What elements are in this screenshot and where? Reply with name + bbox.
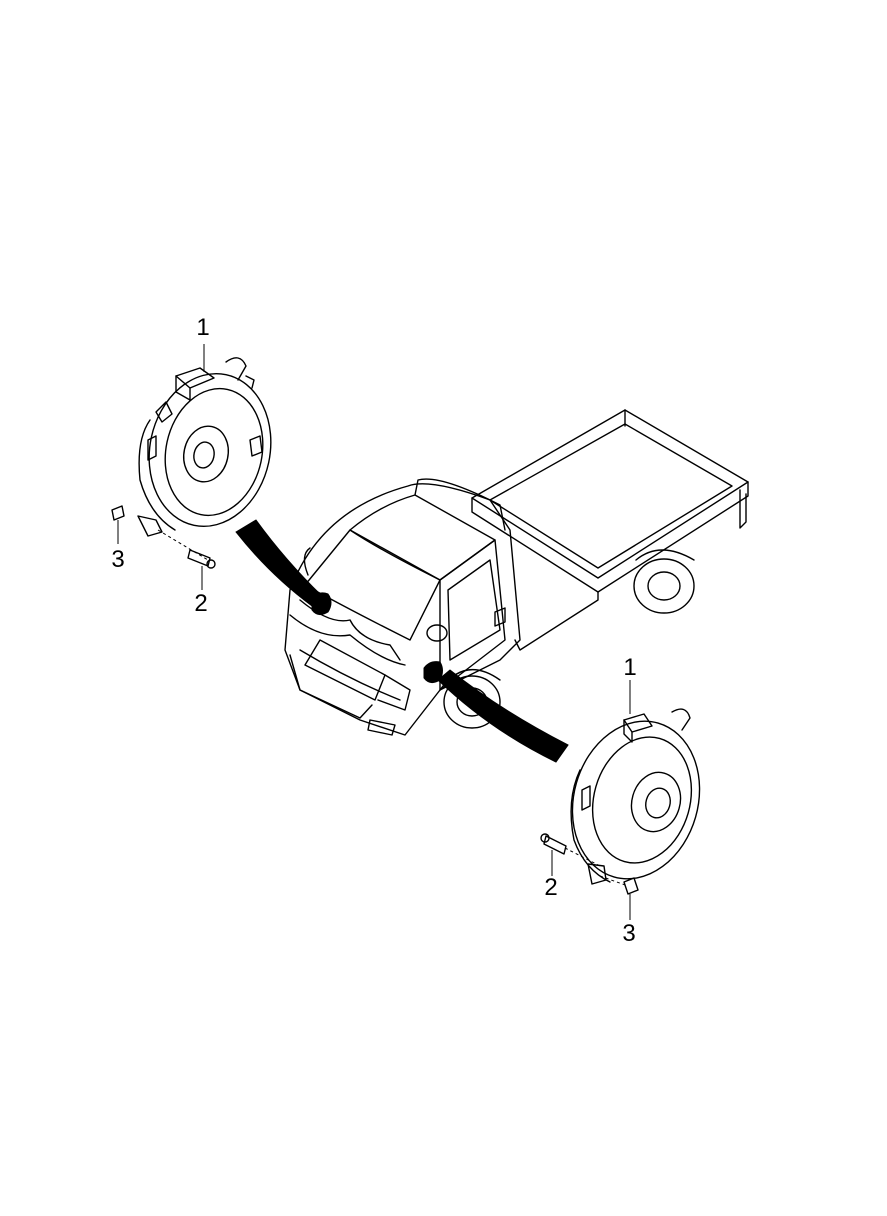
right-clip [623, 877, 639, 895]
left-speaker [137, 357, 272, 537]
callout-right-clip: 3 [622, 920, 636, 947]
left-bolt [187, 549, 216, 569]
left-assembly-guide-line [157, 529, 209, 561]
pointer-arrow-right [437, 669, 569, 763]
left-clip [111, 505, 125, 521]
right-assembly-guide-line-2 [599, 875, 629, 887]
pointer-arrow-left [235, 519, 323, 607]
rear-wheel [633, 549, 695, 614]
speaker-location-right-mark [423, 661, 443, 684]
callout-right-bolt: 2 [544, 874, 558, 901]
callout-right-speaker: 1 [623, 654, 637, 681]
cargo-bed [471, 409, 749, 651]
right-assembly-guide-line [564, 847, 601, 867]
right-speaker [570, 708, 701, 885]
truck-illustration [284, 409, 749, 736]
callout-left-clip: 3 [111, 546, 125, 573]
left-speaker-assembly [111, 344, 272, 590]
truck-cab [284, 478, 521, 736]
right-speaker-assembly [540, 680, 701, 920]
callout-left-bolt: 2 [194, 590, 208, 617]
callout-left-speaker: 1 [196, 314, 210, 341]
right-bolt [540, 833, 567, 855]
